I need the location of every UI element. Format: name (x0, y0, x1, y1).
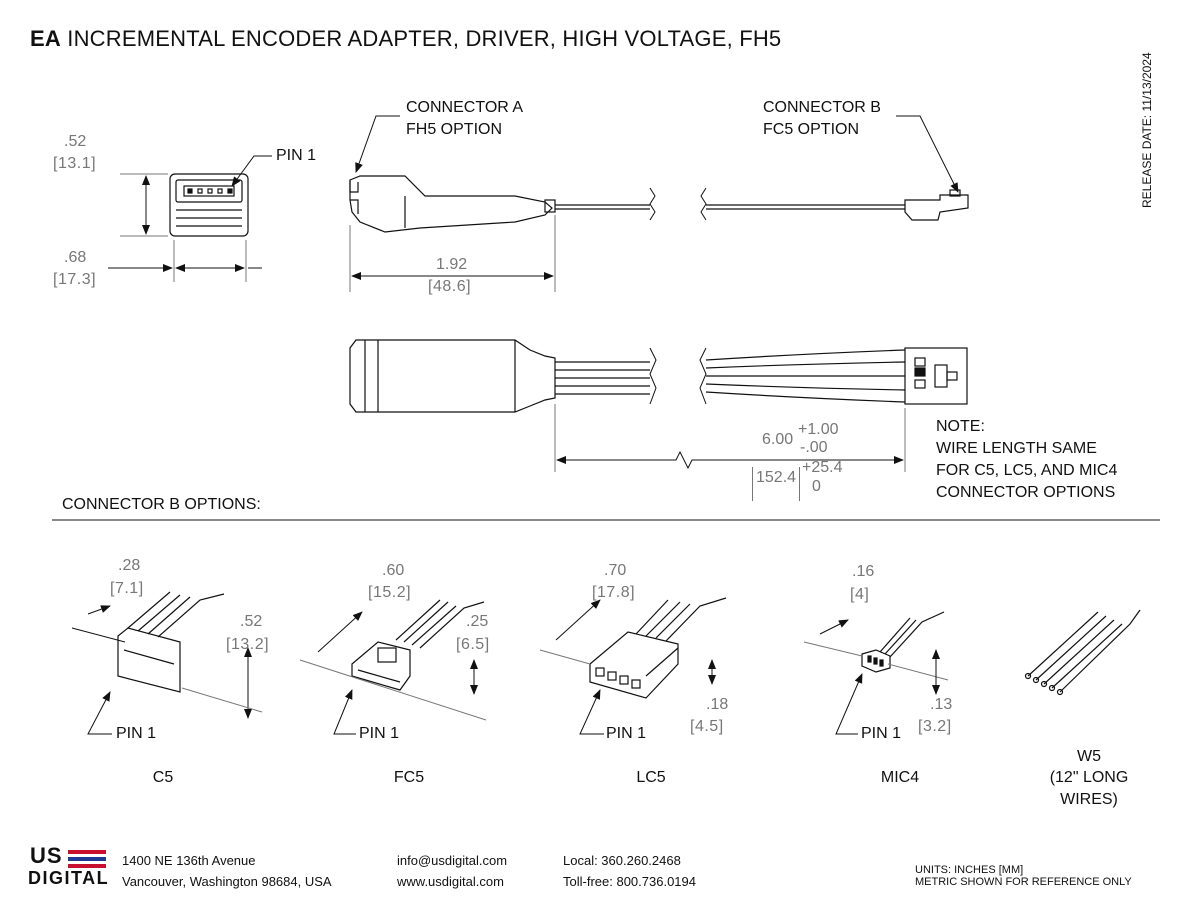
connector-a-label: CONNECTOR A (406, 99, 524, 116)
note-line-1: WIRE LENGTH SAME (936, 440, 1097, 457)
wire-length-dimension (554, 404, 906, 472)
tollfree-phone: Toll-free: 800.736.0194 (563, 874, 696, 889)
height-mm: [13.1] (53, 155, 97, 172)
title-rest: INCREMENTAL ENCODER ADAPTER, DRIVER, HIG… (60, 26, 782, 51)
mic4-pin1-label: PIN 1 (861, 725, 902, 742)
height-in: .52 (64, 133, 87, 150)
w5-line2: (12" LONG (1049, 769, 1129, 786)
break-marks-bottom (649, 347, 707, 405)
us-digital-logo-flag (68, 850, 106, 868)
connector-a-leader (355, 115, 400, 173)
fc5-dim1-in: .60 (382, 562, 405, 579)
fc5-pin1-label: PIN 1 (359, 725, 400, 742)
lc5-pin1-label: PIN 1 (606, 725, 647, 742)
width-in: .68 (64, 249, 87, 266)
w5-name: W5 (1077, 748, 1101, 765)
release-date: RELEASE DATE: 11/13/2024 (1140, 52, 1154, 208)
website-link[interactable]: www.usdigital.com (397, 874, 504, 889)
units-line-2: METRIC SHOWN FOR REFERENCE ONLY (915, 876, 1132, 888)
logo-digital: DIGITAL (28, 868, 110, 888)
connector-a-option: FH5 OPTION (406, 121, 503, 138)
options-heading: CONNECTOR B OPTIONS: (62, 496, 261, 513)
lc5-dims (539, 599, 716, 735)
connector-a-end-view (169, 173, 249, 237)
fc5-connector-drawing (351, 599, 485, 691)
wire-length-in-minus: -.00 (800, 439, 828, 456)
w5-wires-drawing (1024, 609, 1141, 696)
length-dimension (349, 215, 556, 292)
wire-length-mm-box: 152.4 (752, 467, 801, 501)
page-title: EA INCREMENTAL ENCODER ADAPTER, DRIVER, … (30, 26, 781, 52)
mic4-dims (803, 619, 949, 735)
pin1-label-end: PIN 1 (276, 147, 317, 164)
c5-dims (71, 605, 263, 735)
c5-name: C5 (152, 769, 174, 786)
fc5-dim2-in: .25 (466, 613, 489, 630)
title-bold: EA (30, 26, 61, 51)
mic4-name: MIC4 (880, 769, 920, 786)
lc5-dim1-in: .70 (604, 562, 627, 579)
fc5-dims (299, 611, 487, 735)
fc5-name: FC5 (393, 769, 425, 786)
length-in: 1.92 (436, 256, 468, 273)
note-line-3: CONNECTOR OPTIONS (936, 484, 1116, 501)
break-marks-top (649, 187, 707, 221)
connector-b-leader (896, 115, 959, 193)
end-view-dimensions (108, 173, 262, 282)
width-mm: [17.3] (53, 271, 97, 288)
mic4-dim2-mm: [3.2] (918, 718, 952, 735)
lc5-dim2-in: .18 (706, 696, 729, 713)
lc5-connector-drawing (589, 597, 727, 699)
fc5-dim1-mm: [15.2] (368, 584, 412, 601)
address-line-2: Vancouver, Washington 98684, USA (122, 874, 332, 889)
email-link[interactable]: info@usdigital.com (397, 853, 508, 868)
lc5-dim1-mm: [17.8] (592, 584, 636, 601)
units-line-1: UNITS: INCHES [MM] (915, 864, 1024, 876)
pin1-leader-end (231, 155, 272, 187)
mic4-dim2-in: .13 (930, 696, 953, 713)
c5-dim1-mm: [7.1] (110, 580, 144, 597)
lc5-name: LC5 (636, 769, 666, 786)
logo-us: US (30, 843, 63, 868)
wire-length-mm-plus: +25.4 (802, 459, 843, 476)
connector-b-option: FC5 OPTION (763, 121, 860, 138)
wire-length-mm: 152.4 (756, 469, 797, 486)
c5-dim2-mm: [13.2] (226, 636, 270, 653)
note-heading: NOTE: (936, 418, 985, 435)
mic4-dim1-in: .16 (852, 563, 875, 580)
adapter-top-view (349, 339, 968, 413)
length-mm: [48.6] (428, 278, 472, 295)
local-phone: Local: 360.260.2468 (563, 853, 681, 868)
w5-line3: WIRES) (1060, 791, 1118, 808)
wire-length-in-plus: +1.00 (798, 421, 839, 438)
wire-length-in: 6.00 (762, 431, 794, 448)
mic4-connector-drawing (861, 611, 945, 673)
c5-pin1-label: PIN 1 (116, 725, 157, 742)
c5-dim2-in: .52 (240, 613, 263, 630)
fc5-dim2-mm: [6.5] (456, 636, 490, 653)
wire-length-mm-minus: 0 (812, 478, 821, 495)
c5-connector-drawing (117, 591, 225, 693)
connector-b-label: CONNECTOR B (763, 99, 881, 116)
address-line-1: 1400 NE 136th Avenue (122, 853, 256, 868)
adapter-side-view (349, 175, 969, 233)
note-line-2: FOR C5, LC5, AND MIC4 (936, 462, 1118, 479)
mic4-dim1-mm: [4] (850, 586, 870, 603)
c5-dim1-in: .28 (118, 557, 141, 574)
lc5-dim2-mm: [4.5] (690, 718, 724, 735)
